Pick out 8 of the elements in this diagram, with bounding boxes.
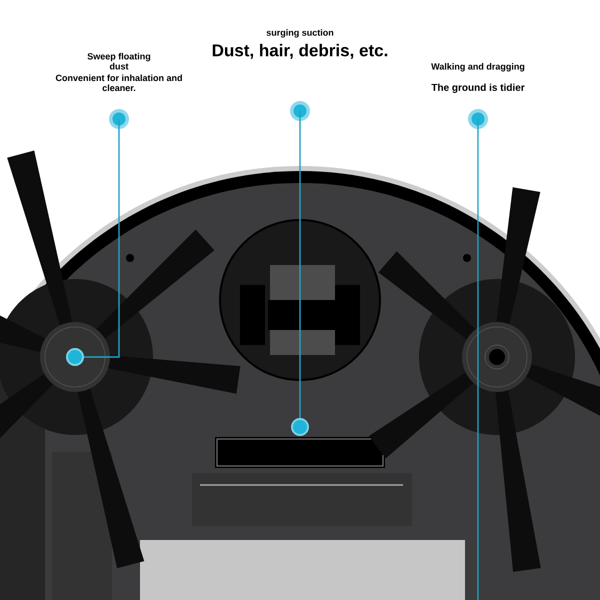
- leader-line: [290, 101, 310, 418]
- marker-dot: [291, 418, 309, 436]
- leader-line: [468, 109, 488, 600]
- callout-text: Walking and dragging The ground is tidier: [431, 63, 525, 93]
- callout-text: Sweep floating dust Convenient for inhalation and cleaner.: [56, 52, 182, 92]
- leader-line: [84, 109, 129, 358]
- marker-dot: [66, 348, 84, 366]
- callout-text: surging suction Dust, hair, debris, etc.: [212, 29, 388, 59]
